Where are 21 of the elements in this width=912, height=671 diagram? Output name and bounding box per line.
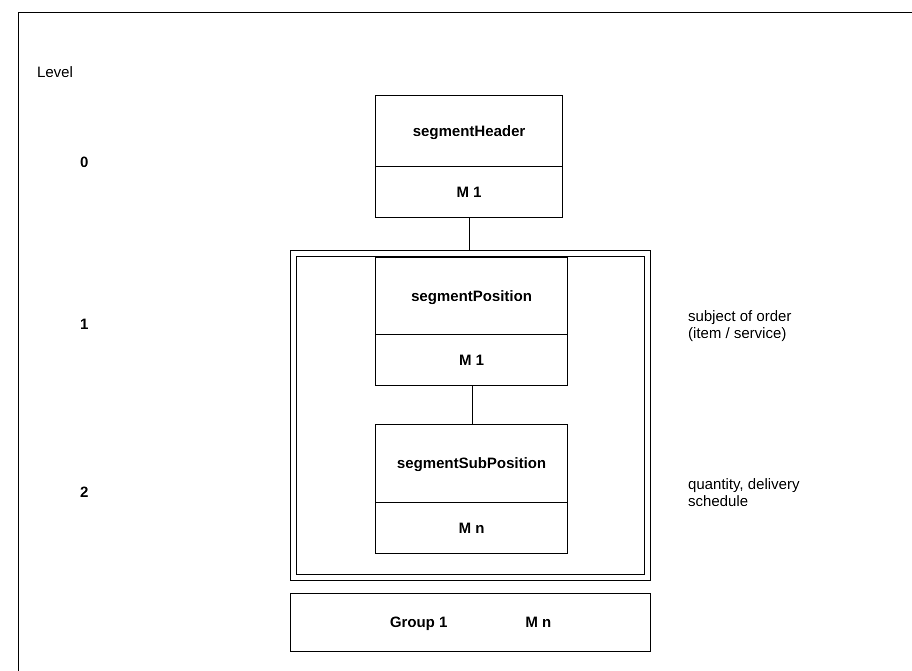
level-number: 1 [80, 316, 88, 333]
segment-box [375, 257, 568, 386]
connector-line [469, 218, 470, 250]
segment-name: segmentSubPosition [396, 455, 546, 472]
level-heading: Level [37, 64, 73, 81]
group-box [290, 593, 651, 652]
connector-line [472, 386, 473, 424]
segment-name: segmentPosition [411, 288, 532, 304]
group-name: Group 1 [390, 614, 448, 631]
level-number: 2 [80, 484, 88, 501]
cardinality: M n [525, 614, 552, 631]
group-frame [290, 250, 651, 581]
segment-name: segmentHeader [412, 122, 526, 140]
cardinality: M n [458, 520, 484, 536]
cardinality: M 1 [456, 184, 482, 200]
description-note: subject of order (item / service) [688, 308, 792, 342]
description-note: quantity, delivery schedule [688, 476, 800, 510]
segment-box [375, 95, 563, 218]
cardinality: M 1 [458, 352, 484, 368]
level-number: 0 [80, 154, 88, 171]
segment-box [375, 424, 568, 554]
